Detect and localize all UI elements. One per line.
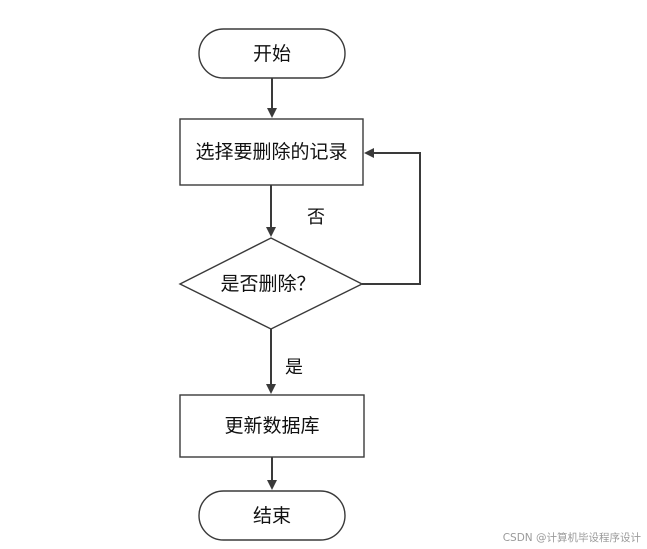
end-node: 结束 — [198, 490, 346, 541]
arrow-no-loop-back — [362, 148, 421, 285]
confirm-delete-label: 是否删除？ — [220, 273, 315, 295]
confirm-delete-node: 是否删除？ — [178, 237, 364, 330]
update-db-box — [179, 394, 365, 458]
end-label: 结束 — [253, 505, 291, 527]
no-edge-label: 否 — [307, 207, 325, 228]
yes-edge-label: 是 — [285, 357, 303, 378]
update-db-label: 更新数据库 — [224, 415, 319, 437]
start-node: 开始 — [198, 28, 346, 79]
update-db-node: 更新数据库 — [179, 394, 365, 458]
select-record-node: 选择要删除的记录 — [179, 118, 364, 186]
select-record-box — [179, 118, 364, 186]
end-terminator-shape — [198, 490, 346, 541]
csdn-watermark: CSDN @计算机毕设程序设计 — [503, 531, 642, 544]
start-label: 开始 — [253, 43, 291, 65]
select-record-label: 选择要删除的记录 — [195, 141, 347, 163]
